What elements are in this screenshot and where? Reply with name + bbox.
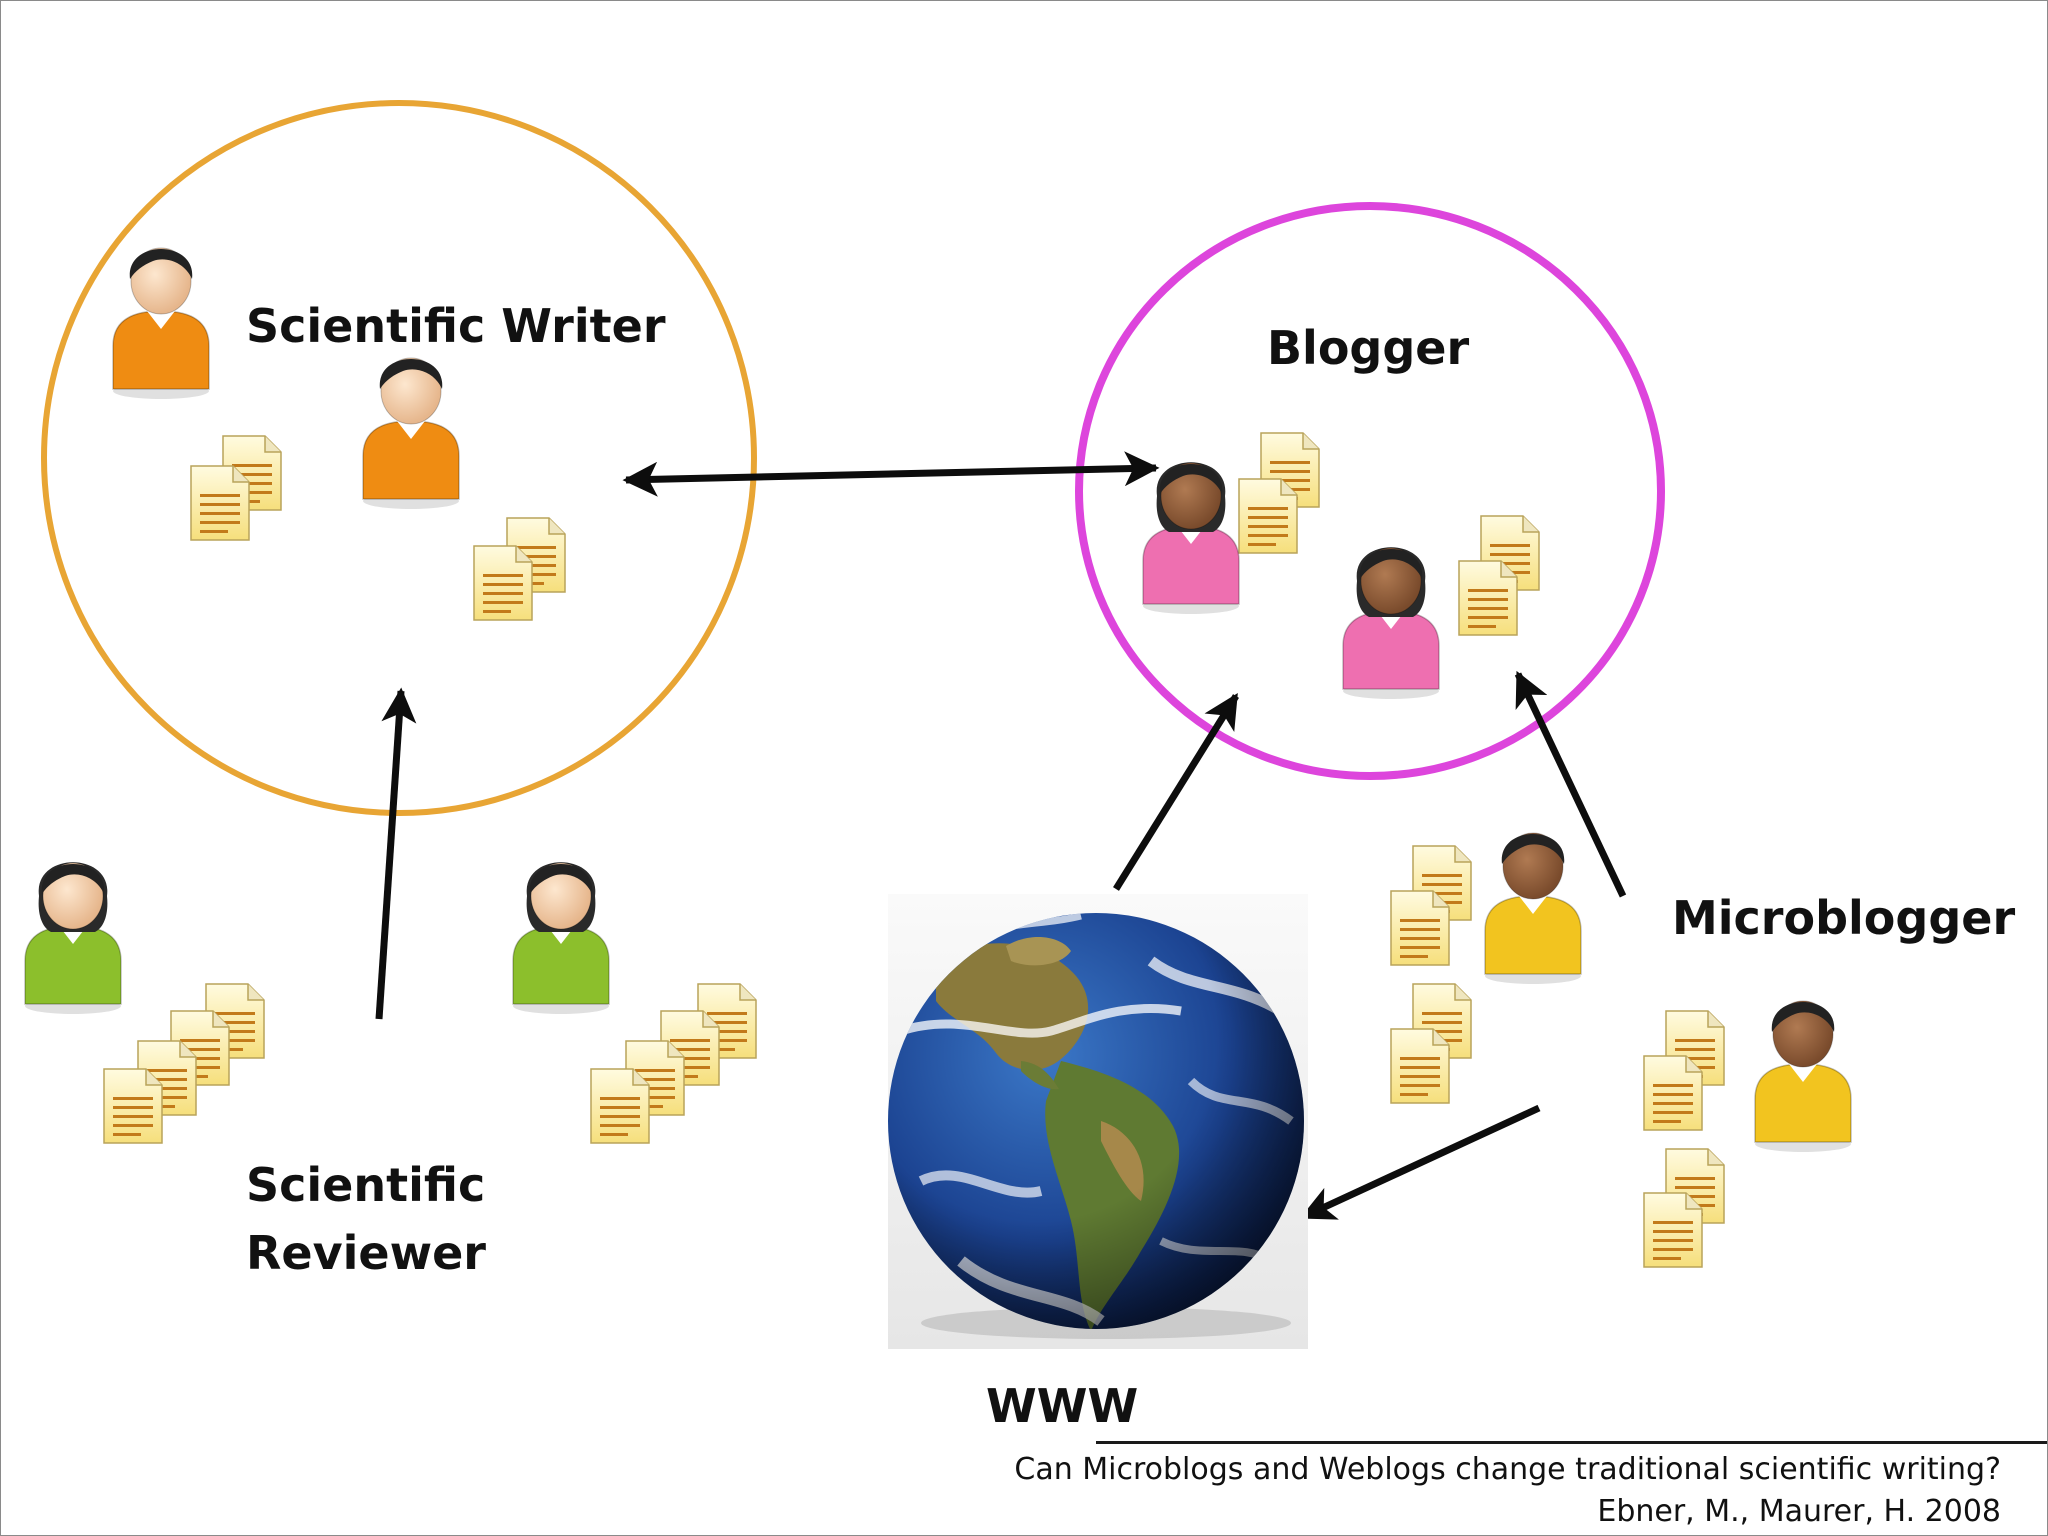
documents-microblogger-4	[1643, 1148, 1725, 1268]
www-to-blogger-arrow	[1113, 693, 1239, 891]
documents-writer-2	[473, 517, 566, 621]
document-icon	[1643, 1192, 1703, 1268]
scientific-writer-label: Scientific Writer	[246, 299, 666, 353]
documents-writer-1	[190, 435, 282, 541]
user-icon	[1484, 832, 1582, 984]
documents-reviewer-1	[103, 983, 265, 1144]
documents-blogger-1	[1238, 432, 1320, 554]
documents-microblogger-1	[1390, 845, 1472, 966]
citation-authors: Ebner, M., Maurer, H. 2008	[1597, 1494, 2001, 1529]
scientific-reviewer-label: Scientific Reviewer	[246, 1151, 486, 1287]
documents-microblogger-2	[1390, 983, 1472, 1104]
document-icon	[1238, 478, 1298, 554]
user-icon	[24, 862, 122, 1014]
blogger-label: Blogger	[1267, 321, 1470, 375]
citation-title: Can Microblogs and Weblogs change tradit…	[1014, 1452, 2001, 1487]
document-icon	[103, 1068, 163, 1144]
document-icon	[190, 465, 250, 541]
user-icon	[362, 357, 460, 509]
writer-blogger-arrow	[622, 451, 1160, 497]
user-icon	[112, 247, 210, 399]
document-icon	[1390, 890, 1450, 966]
user-icon	[1342, 547, 1440, 699]
user-icon	[512, 862, 610, 1014]
documents-reviewer-2	[590, 983, 757, 1144]
scientific-reviewer-label-line1: Scientific	[246, 1158, 486, 1212]
globe-icon	[888, 894, 1308, 1349]
documents-blogger-2	[1458, 515, 1540, 636]
scientific-reviewer-label-line2: Reviewer	[246, 1226, 486, 1280]
microblogger-to-www-arrow	[1299, 1104, 1541, 1221]
user-icon	[1142, 462, 1240, 614]
document-icon	[1390, 1028, 1450, 1104]
microblogger-to-blogger-arrow	[1514, 670, 1627, 898]
document-icon	[1643, 1055, 1703, 1131]
people-layer	[24, 247, 1852, 1152]
citation: Can Microblogs and Weblogs change tradit…	[1014, 1449, 2001, 1533]
documents-microblogger-3	[1643, 1010, 1725, 1131]
user-icon	[1754, 1000, 1852, 1152]
document-icon	[473, 545, 533, 621]
citation-rule	[1096, 1441, 2047, 1444]
document-icon	[590, 1068, 650, 1144]
reviewer-to-writer-arrow	[375, 687, 417, 1020]
microblogger-label: Microblogger	[1672, 891, 2016, 945]
document-icon	[1458, 560, 1518, 636]
www-label: WWW	[986, 1379, 1139, 1433]
